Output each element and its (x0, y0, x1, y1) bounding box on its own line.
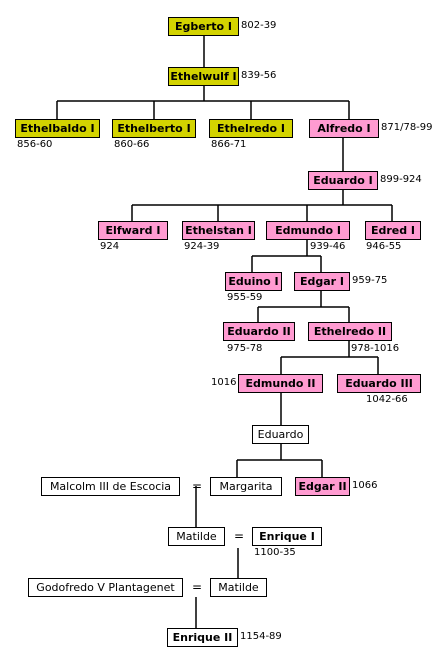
reign-dates: 1100-35 (254, 547, 296, 558)
person-box: Eduardo III (337, 374, 421, 393)
reign-dates: 939-46 (310, 241, 346, 252)
reign-dates: 924-39 (184, 241, 220, 252)
reign-dates: 955-59 (227, 292, 263, 303)
person-box: Egberto I (168, 17, 239, 36)
reign-dates: 1016 (211, 377, 237, 388)
person-box: Malcolm III de Escocia (41, 477, 180, 496)
person-box: Eduino I (225, 272, 282, 291)
person-box: Edmundo II (238, 374, 323, 393)
person-box: Matilde (210, 578, 267, 597)
person-box: Matilde (168, 527, 225, 546)
reign-dates: 866-71 (211, 139, 247, 150)
reign-dates: 1066 (352, 480, 378, 491)
marriage-symbol: = (192, 580, 203, 594)
reign-dates: 1154-89 (240, 631, 282, 642)
person-box: Ethelberto I (112, 119, 196, 138)
reign-dates: 975-78 (227, 343, 263, 354)
marriage-symbol: = (234, 529, 245, 543)
reign-dates: 871/78-99 (381, 122, 433, 133)
person-box: Ethelwulf I (168, 67, 239, 86)
reign-dates: 856-60 (17, 139, 53, 150)
person-box: Eduardo II (223, 322, 295, 341)
person-box: Edred I (365, 221, 421, 240)
reign-dates: 860-66 (114, 139, 150, 150)
person-box: Eduardo I (308, 171, 378, 190)
person-box: Edmundo I (266, 221, 350, 240)
person-box: Alfredo I (309, 119, 379, 138)
reign-dates: 946-55 (366, 241, 402, 252)
reign-dates: 959-75 (352, 275, 388, 286)
person-box: Ethelredo I (209, 119, 293, 138)
reign-dates: 802-39 (241, 20, 277, 31)
person-box: Ethelbaldo I (15, 119, 100, 138)
reign-dates: 1042-66 (366, 394, 408, 405)
reign-dates: 978-1016 (351, 343, 400, 354)
person-box: Ethelredo II (308, 322, 392, 341)
person-box: Ethelstan I (182, 221, 255, 240)
person-box: Enrique II (167, 628, 238, 647)
reign-dates: 924 (100, 241, 120, 252)
reign-dates: 839-56 (241, 70, 277, 81)
person-box: Edgar II (295, 477, 350, 496)
person-box: Edgar I (294, 272, 350, 291)
person-box: Godofredo V Plantagenet (28, 578, 183, 597)
marriage-symbol: = (192, 479, 203, 493)
person-box: Elfward I (98, 221, 168, 240)
reign-dates: 899-924 (380, 174, 422, 185)
person-box: Eduardo (252, 425, 309, 444)
person-box: Margarita (210, 477, 282, 496)
person-box: Enrique I (252, 527, 322, 546)
